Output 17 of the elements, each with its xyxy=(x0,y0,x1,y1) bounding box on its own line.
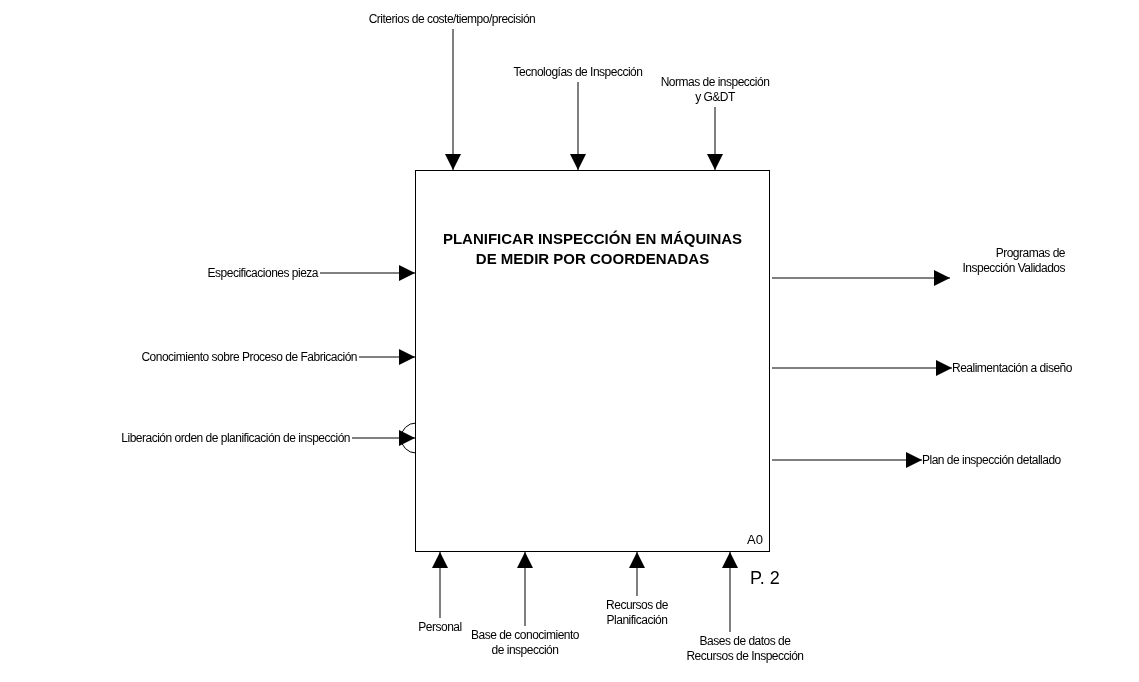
arrow-label: Plan de inspección detallado xyxy=(922,452,1061,468)
arrow-label: Conocimiento sobre Proceso de Fabricación xyxy=(141,349,357,365)
page-reference: P. 2 xyxy=(750,568,780,589)
arrow-label: Tecnologías de Inspección xyxy=(513,65,643,80)
arrow-label: Realimentación a diseño xyxy=(952,360,1072,376)
arrow-label: Liberación orden de planificación de inspección xyxy=(121,430,350,446)
node-code: A0 xyxy=(747,532,763,547)
activity-title: PLANIFICAR INSPECCIÓN EN MÁQUINAS DE MEDIR POR COORDENADAS xyxy=(441,229,744,269)
arrow-label: Personal xyxy=(418,620,462,635)
activity-box xyxy=(415,170,770,552)
arrow-label: Especificaciones pieza xyxy=(207,265,318,281)
arrow-label: Programas de Inspección Validados xyxy=(950,246,1065,276)
arrow-label: Normas de inspección y G&DT xyxy=(660,75,770,105)
arrow-label: Base de conocimiento de inspección xyxy=(470,628,580,658)
arrow-label: Bases de datos de Recursos de Inspección xyxy=(677,634,813,664)
arrow-label: Recursos de Planificación xyxy=(592,598,682,628)
arrow-label: Criterios de coste/tiempo/precisión xyxy=(368,12,536,27)
